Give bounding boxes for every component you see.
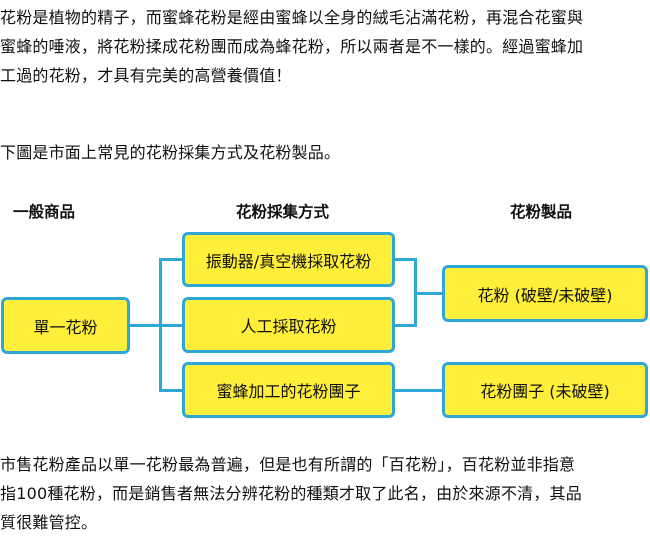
intro-line-1: 花粉是植物的精子，而蜜蜂花粉是經由蜜蜂以全身的絨毛沾滿花粉，再混合花蜜與	[0, 8, 584, 27]
lead-sentence: 下圖是市面上常見的花粉採集方式及花粉製品。	[0, 143, 341, 162]
intro-line-2: 蜜蜂的唾液，將花粉揉成花粉團而成為蜂花粉，所以兩者是不一樣的。經過蜜蜂加	[0, 37, 584, 56]
connector-method-1-out	[393, 258, 416, 261]
outro-line-1: 市售花粉產品以單一花粉最為普遍，但是也有所謂的「百花粉」，百花粉並非指意	[0, 455, 576, 474]
header-product-type: 一般商品	[13, 203, 76, 221]
source-box: 單一花粉	[1, 297, 130, 354]
connector-to-method-2	[159, 324, 184, 327]
outro-line-2: 指100種花粉，而是銷售者無法分辨花粉的種類才取了此名，由於來源不清，其品	[0, 484, 582, 503]
connector-to-product-1	[414, 292, 444, 295]
intro-paragraph: 花粉是植物的精子，而蜜蜂花粉是經由蜜蜂以全身的絨毛沾滿花粉，再混合花蜜與 蜜蜂的…	[0, 3, 650, 90]
intro-line-3: 工過的花粉，才具有完美的高營養價值！	[0, 66, 292, 85]
connector-to-method-3	[159, 389, 184, 392]
method-box-1: 振動器/真空機採取花粉	[182, 232, 395, 287]
outro-paragraph: 市售花粉產品以單一花粉最為普遍，但是也有所謂的「百花粉」，百花粉並非指意 指10…	[0, 450, 650, 537]
method-box-2: 人工採取花粉	[182, 297, 395, 353]
product-box-2: 花粉團子 (未破壁)	[442, 362, 648, 418]
method-box-3: 蜜蜂加工的花粉團子	[182, 362, 395, 418]
connector-to-method-1	[159, 258, 184, 261]
connector-to-product-2	[393, 389, 444, 392]
connector-method-2-out	[393, 324, 416, 327]
product-box-1: 花粉 (破壁/未破壁)	[442, 265, 648, 322]
outro-line-3: 質很難管控。	[0, 513, 98, 532]
header-pollen-product: 花粉製品	[510, 203, 573, 221]
header-collection-method: 花粉採集方式	[236, 203, 330, 221]
connector-source-out	[129, 324, 161, 327]
